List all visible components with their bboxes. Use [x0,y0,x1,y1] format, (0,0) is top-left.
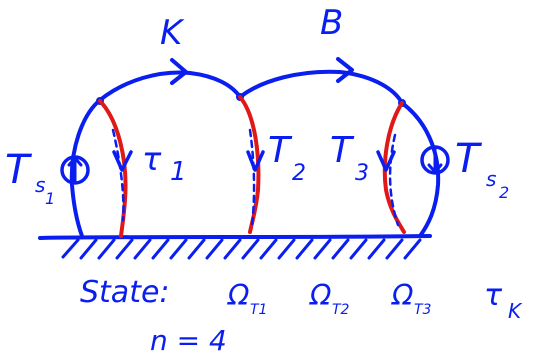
state-omega-t1: Ω [227,279,250,312]
svg-text:3: 3 [355,161,369,186]
svg-text:1: 1 [170,157,187,187]
svg-text:T2: T2 [332,302,350,318]
inner-strings [111,128,400,227]
svg-text:T: T [5,147,33,193]
n-equals: n = 4 [150,324,227,357]
svg-text:s: s [486,167,496,191]
svg-text:K: K [508,299,523,323]
state-line: State: Ω T1 Ω T2 Ω T3 τ K [80,275,523,323]
label-b: B [320,3,343,43]
red-string-1 [98,99,128,238]
ground [38,234,432,260]
label-tau1: τ 1 [142,140,187,187]
loop-outline [69,69,441,238]
state-omega-t3: Ω [391,279,414,312]
label-t-s2: T s 2 [455,136,509,202]
arc-arrows [170,57,354,85]
label-t3: T 3 [330,130,369,186]
svg-text:T3: T3 [414,302,431,318]
svg-text:T1: T1 [250,302,267,318]
arrow-k [170,58,188,85]
svg-text:T: T [330,130,355,171]
svg-text:2: 2 [292,161,306,186]
nodes [96,93,406,107]
svg-text:2: 2 [499,183,509,202]
svg-text:1: 1 [45,189,55,208]
svg-text:τ: τ [142,140,162,178]
label-t2: T 2 [268,130,306,186]
svg-text:s: s [35,173,45,197]
svg-text:T: T [268,130,293,171]
circled-operator-left [60,155,90,185]
label-t-s1: T s 1 [5,147,55,208]
arrow-b [336,57,354,83]
state-prefix: State: [80,275,170,310]
state-omega-t2: Ω [309,279,332,312]
state-tau-k: τ [484,278,503,313]
down-arrows [112,150,396,172]
circled-operator-right [420,145,450,175]
svg-text:T: T [455,136,483,182]
label-k: K [160,13,185,53]
ground-hatching [61,238,422,260]
